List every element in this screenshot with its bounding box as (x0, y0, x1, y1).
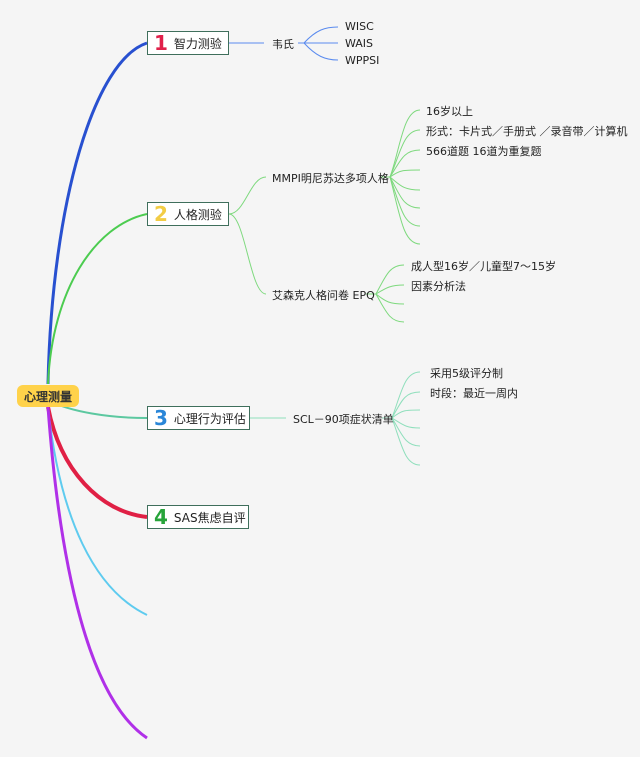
topic-node-4[interactable]: 4 SAS焦虑自评 (147, 505, 249, 529)
branch-line-5 (47, 406, 148, 616)
leaf-mmpi-format[interactable]: 形式：卡片式／手册式 ／录音带／计算机 (426, 125, 628, 138)
subtopic-weishi[interactable]: 韦氏 (272, 38, 294, 51)
leaf-wisc[interactable]: WISC (345, 20, 374, 33)
leaf-mmpi-age[interactable]: 16岁以上 (426, 105, 473, 118)
topic-number-3: 3 (154, 406, 168, 430)
branch-line-2 (47, 213, 148, 385)
branch-line-1 (46, 41, 148, 385)
root-node[interactable]: 心理测量 (17, 385, 79, 407)
subtopic-mmpi[interactable]: MMPI明尼苏达多项人格 (272, 172, 389, 185)
sub-lines-2 (228, 109, 421, 323)
leaf-mmpi-items[interactable]: 566道题 16道为重复题 (426, 145, 542, 158)
topic-label-3: 心理行为评估 (173, 411, 246, 426)
branch-line-4 (46, 406, 148, 519)
topic-label-4: SAS焦虑自评 (173, 510, 246, 525)
leaf-wppsi[interactable]: WPPSI (345, 54, 380, 67)
sub-lines-1 (229, 26, 339, 61)
topic-label-2: 人格测验 (173, 207, 222, 222)
leaf-wais[interactable]: WAIS (345, 37, 374, 50)
topic-number-4: 4 (154, 505, 168, 529)
topic-node-2[interactable]: 2 人格测验 (147, 202, 229, 226)
topic-label-1: 智力测验 (173, 36, 222, 51)
topic-node-3[interactable]: 3 心理行为评估 (147, 406, 250, 430)
sub-lines-3 (250, 371, 421, 466)
root-label: 心理测量 (23, 389, 72, 404)
topic-number-1: 1 (154, 31, 168, 55)
leaf-epq-method[interactable]: 因素分析法 (411, 280, 466, 293)
leaf-scl-period[interactable]: 时段：最近一周内 (430, 387, 518, 400)
topic-number-2: 2 (154, 202, 168, 226)
subtopic-epq[interactable]: 艾森克人格问卷 EPQ (272, 289, 375, 302)
leaf-scl-scale[interactable]: 采用5级评分制 (430, 367, 503, 380)
branch-line-6 (46, 406, 148, 740)
leaf-epq-types[interactable]: 成人型16岁／儿童型7〜15岁 (411, 260, 556, 273)
subtopic-scl90[interactable]: SCL－90项症状清单 (293, 413, 394, 426)
topic-node-1[interactable]: 1 智力测验 (147, 31, 229, 55)
